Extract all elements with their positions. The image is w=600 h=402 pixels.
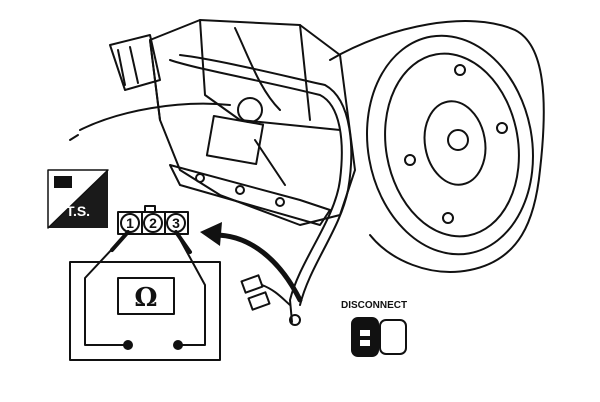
ohmmeter-body [69, 261, 221, 361]
probe-lead-right [175, 231, 206, 346]
wire-harness [169, 59, 343, 323]
converter-center [447, 129, 469, 151]
pin-3: 3 [172, 215, 180, 231]
pin-1: 1 [126, 215, 134, 231]
pin-2: 2 [149, 215, 157, 231]
oil-pan [169, 164, 331, 226]
extension-housing [109, 34, 161, 91]
probe-lead-left [84, 231, 129, 346]
converter-hub [423, 100, 487, 186]
ohm-symbol: Ω [134, 283, 158, 313]
disconnect-label: DISCONNECT [341, 300, 408, 311]
connector-icon [351, 317, 407, 357]
toyota-logo-icon [54, 176, 72, 188]
ts-badge [47, 169, 109, 229]
housing-outline [329, 20, 545, 273]
torque-converter-inner [384, 52, 520, 238]
cooler-tube [79, 102, 231, 131]
arrow-icon [212, 232, 303, 303]
ohmmeter-icon [117, 277, 175, 315]
torque-converter-outer [366, 34, 534, 256]
badge-text: T.S. [65, 203, 91, 219]
